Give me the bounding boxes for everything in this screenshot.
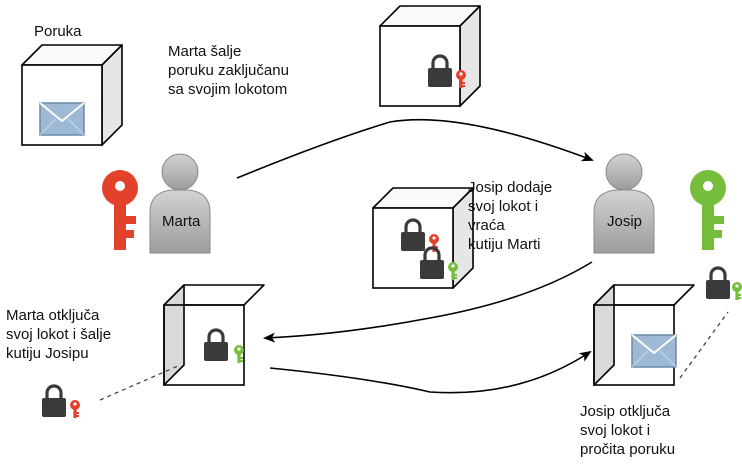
key-icon [732, 282, 742, 300]
person-icon [149, 153, 211, 254]
padlock-icon [704, 266, 732, 301]
person-label-marta: Marta [162, 213, 201, 230]
locked-box-both [372, 187, 474, 289]
box-icon [163, 284, 265, 386]
arrow-josip-to-marta [263, 261, 593, 343]
message-box [21, 44, 123, 146]
unlocked-box [593, 284, 695, 386]
box-icon [379, 5, 481, 107]
key-icon [102, 170, 138, 250]
dashed-connector [679, 311, 729, 379]
step-3-caption: Marta otključa svoj lokot i šalje kutiju… [6, 307, 112, 362]
step-2-caption: Josip dodaje svoj lokot i vraća kutiju M… [468, 179, 553, 253]
step-1-caption: Marta šalje poruku zaključanu sa svojim … [168, 43, 289, 98]
key-icon [70, 400, 80, 418]
key-icon [690, 170, 726, 250]
padlock-icon [202, 328, 230, 363]
locked-box-josip [163, 284, 265, 386]
locked-box-marta [379, 5, 481, 107]
envelope-icon [631, 334, 677, 368]
arrow-marta-to-josip-2 [269, 350, 592, 394]
person-icon [593, 153, 655, 254]
envelope-icon [39, 102, 85, 136]
key-icon [234, 345, 244, 363]
arrow-marta-to-josip [236, 118, 594, 179]
step-4-caption: Josip otključa svoj lokot i pročita poru… [580, 403, 676, 458]
padlock-icon [40, 384, 68, 419]
message-title: Poruka [34, 23, 82, 40]
person-label-josip: Josip [607, 213, 643, 230]
dashed-connector [99, 365, 179, 401]
